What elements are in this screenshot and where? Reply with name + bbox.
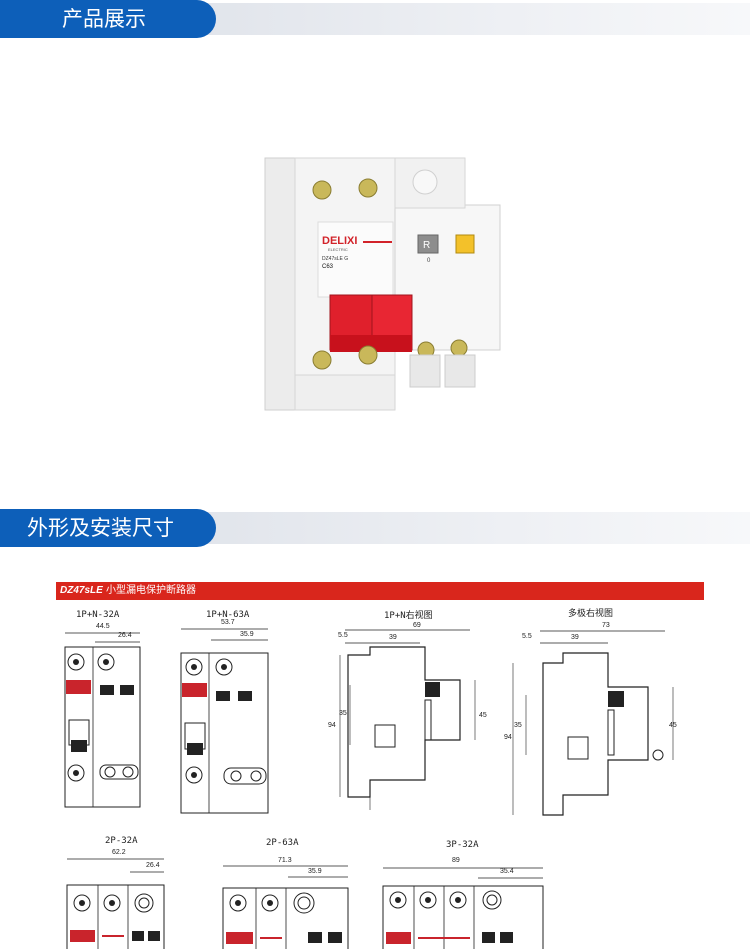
- dim-width: 26.4: [146, 862, 160, 869]
- drawing-side-2: [512, 630, 674, 816]
- section-header-dimensions: 外形及安装尺寸: [0, 509, 750, 547]
- banner-model: DZ47sLE: [60, 585, 103, 596]
- dim-depth: 39: [389, 634, 397, 641]
- dim-width: 89: [452, 857, 460, 864]
- product-image: DELIXI ELECTRIC DZ47sLE G C63 R 0: [260, 150, 505, 420]
- banner-title: 小型漏电保护断路器: [105, 585, 196, 596]
- dim-height: 35: [514, 722, 522, 729]
- drawing-label: 2P-32A: [105, 836, 138, 846]
- section-title-dimensions: 外形及安装尺寸: [0, 509, 216, 547]
- drawing-label: 多极右视图: [568, 609, 614, 619]
- brand-logo: DELIXI: [322, 235, 357, 247]
- drawing-front-5: [382, 867, 544, 949]
- dim-width: 26.4: [118, 632, 132, 639]
- drawing-front-4: [222, 865, 349, 949]
- svg-text:ELECTRIC: ELECTRIC: [328, 247, 348, 252]
- dim-width: 35.9: [308, 868, 322, 875]
- header-bar: [150, 512, 750, 544]
- dim-width: 44.5: [96, 623, 110, 630]
- dim-depth: 5.5: [522, 633, 532, 640]
- dim-width: 53.7: [221, 619, 235, 626]
- svg-text:0: 0: [427, 258, 431, 264]
- dim-width: 35.9: [240, 631, 254, 638]
- dim-depth: 73: [602, 622, 610, 629]
- drawing-label: 1P+N-63A: [206, 610, 250, 620]
- drawing-label: 3P-32A: [446, 840, 479, 850]
- svg-text:DZ47sLE G: DZ47sLE G: [322, 256, 348, 262]
- section-header-product: 产品展示: [0, 0, 750, 38]
- section-title-product: 产品展示: [0, 0, 216, 38]
- dim-height: 94: [504, 734, 512, 741]
- dim-width: 35.4: [500, 868, 514, 875]
- drawing-front-1: [64, 632, 141, 808]
- drawing-front-3: [66, 858, 165, 949]
- dim-height: 94: [328, 722, 336, 729]
- dim-depth: 39: [571, 634, 579, 641]
- spec-banner: DZ47sLE 小型漏电保护断路器: [56, 582, 704, 600]
- svg-text:C63: C63: [322, 264, 334, 270]
- drawing-label: 1P+N-32A: [76, 610, 120, 620]
- drawing-label: 1P+N右视图: [384, 611, 433, 621]
- dim-width: 62.2: [112, 849, 126, 856]
- drawing-front-2: [180, 628, 269, 814]
- dim-height: 35: [339, 710, 347, 717]
- dim-depth: 69: [413, 622, 421, 629]
- dim-width: 71.3: [278, 857, 292, 864]
- dim-height: 45: [479, 712, 487, 719]
- drawing-side-1: [339, 629, 476, 810]
- drawing-label: 2P-63A: [266, 838, 299, 848]
- header-bar: [150, 3, 750, 35]
- dim-depth: 5.5: [338, 632, 348, 639]
- test-button-label: R: [423, 240, 430, 251]
